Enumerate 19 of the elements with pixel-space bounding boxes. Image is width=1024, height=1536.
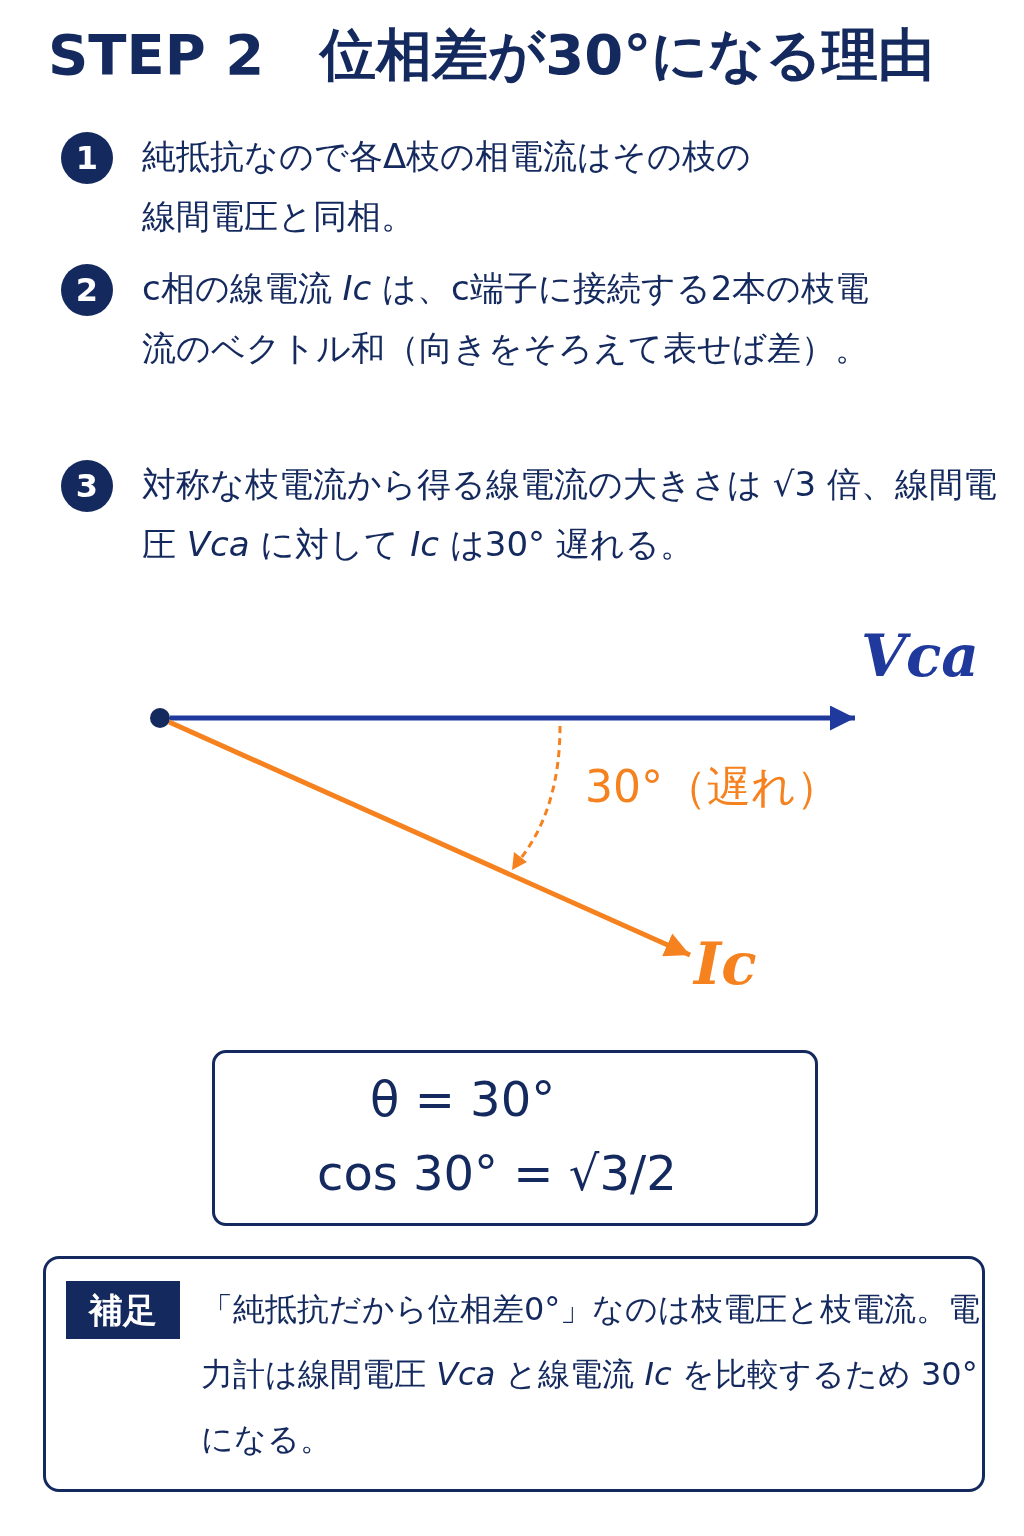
origin-dot (150, 708, 170, 728)
formula-text: cos 30° = √3/2 (317, 1145, 677, 1201)
note-badge: 補足 (66, 1281, 180, 1339)
angle-label: 30°（遅れ） (585, 760, 840, 814)
step-text: 対称な枝電流から得る線電流の大きさは √3 倍、線間電圧 Vca に対して Ic は30° 遅れる。 (142, 463, 998, 566)
vector-label: Vca (861, 622, 979, 690)
formula-text: θ = 30° (370, 1071, 556, 1127)
step-number: 1 (61, 132, 113, 184)
step-number: 3 (61, 460, 113, 512)
title: STEP 2 位相差が30°になる理由 (48, 21, 935, 89)
step-text: 純抵抗なので各Δ枝の相電流はその枝の線間電圧と同相。 (142, 135, 753, 238)
formula-box (212, 1050, 818, 1226)
note-text: 「純抵抗だから位相差0°」なのは枝電圧と枝電流。電力計は線間電圧 Vca と線電流 Ic を比較するため 30° になる。 (201, 1289, 981, 1460)
vector-label: Ic (694, 930, 757, 998)
vector-arrow (168, 719, 692, 958)
note-box (43, 1256, 985, 1492)
step-text: c相の線電流 Ic は、c端子に接続する2本の枝電流のベクトル和（向きをそろえて表せば差）。 (142, 267, 871, 370)
step-number: 2 (61, 264, 113, 316)
vector-arrow (170, 705, 855, 731)
